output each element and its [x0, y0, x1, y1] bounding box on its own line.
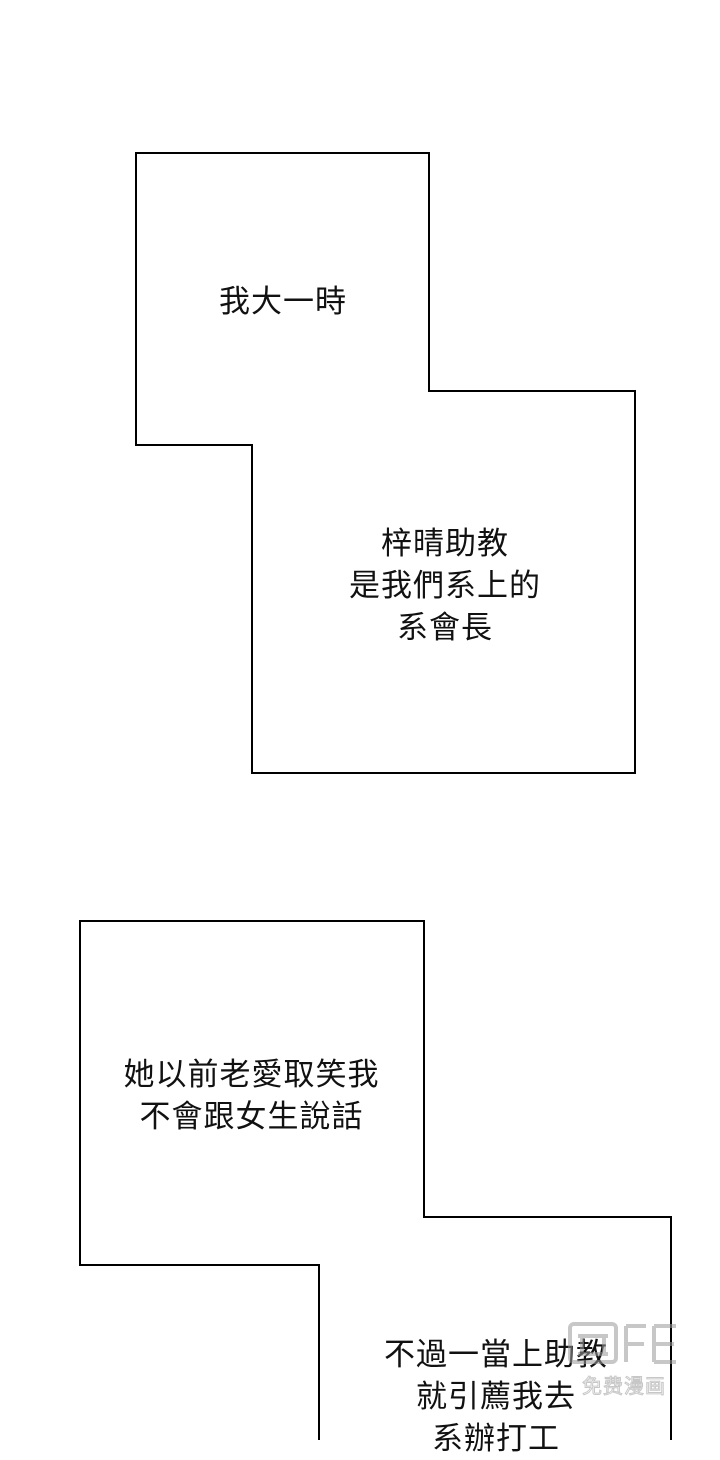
- caption-2: 梓晴助教 是我們系上的 系會長: [325, 523, 565, 649]
- caption-line: 是我們系上的: [349, 568, 541, 604]
- caption-line: 就引薦我去: [416, 1379, 576, 1415]
- caption-line: 系辦打工: [432, 1421, 560, 1457]
- watermark: 免费漫画: [564, 1318, 684, 1410]
- watermark-logo-icon: [568, 1322, 676, 1364]
- caption-line: 系會長: [397, 610, 493, 646]
- caption-line: 梓晴助教: [381, 526, 509, 562]
- caption-line: 她以前老愛取笑我: [123, 1057, 380, 1093]
- caption-line: 不會跟女生說話: [139, 1099, 364, 1135]
- narration-box-2: [79, 920, 672, 1440]
- caption-3: 她以前老愛取笑我 不會跟女生說話: [100, 1054, 403, 1138]
- caption-line: 我大一時: [219, 284, 347, 320]
- narration-box-1: [135, 152, 636, 774]
- watermark-text: 免费漫画: [582, 1374, 666, 1399]
- caption-1: 我大一時: [183, 281, 383, 323]
